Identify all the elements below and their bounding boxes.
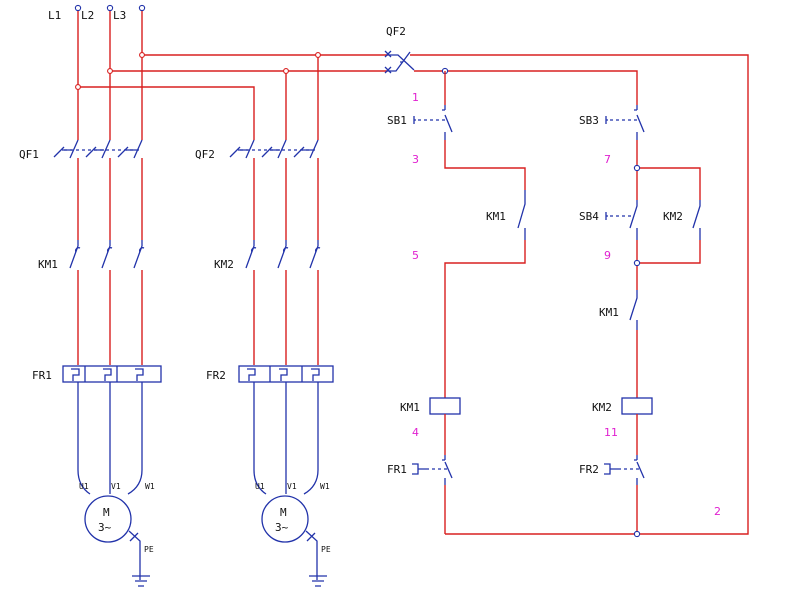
- motor1-v1: V1: [111, 482, 121, 491]
- motor1-ground: PE: [128, 530, 154, 587]
- km1-aux-contact: KM1: [486, 190, 526, 240]
- fr2-thermal-relay: FR2: [206, 365, 334, 383]
- motor-2: M 3~: [261, 495, 309, 543]
- km1-power-label: KM1: [38, 258, 58, 271]
- km2-power-label: KM2: [214, 258, 234, 271]
- km2-aux-contact: KM2: [663, 200, 701, 240]
- motor2-m: M: [280, 506, 287, 519]
- node-7-label: 7: [604, 153, 611, 166]
- junction-dot: [139, 52, 145, 58]
- motor-1: M 3~: [84, 495, 132, 543]
- sb3-label: SB3: [579, 114, 599, 127]
- motor2-v1: V1: [287, 482, 297, 491]
- return-wire: [410, 54, 749, 535]
- node-7-junction: [633, 164, 641, 172]
- fr1-nc-contact: FR1: [387, 455, 453, 485]
- l1-terminal: [74, 4, 82, 12]
- node-1-label: 1: [412, 91, 419, 104]
- mains-terminals: L1 L2 L3: [48, 4, 146, 22]
- rung2-to-interlock: [636, 240, 701, 290]
- fr1-thermal-relay: FR1: [32, 365, 162, 383]
- motor1-leads: [77, 382, 143, 495]
- node-2-label: 2: [714, 505, 721, 518]
- motor1-u1: U1: [79, 482, 89, 491]
- km2-main-contacts: KM2: [214, 240, 321, 271]
- sb4-label: SB4: [579, 210, 599, 223]
- junction-dot: [283, 68, 289, 74]
- node-2-junction: [633, 530, 641, 538]
- km1-coil: KM1: [400, 397, 461, 415]
- node-4-label: 4: [412, 426, 419, 439]
- node-11-label: 11: [604, 426, 618, 439]
- motor1-m: M: [103, 506, 110, 519]
- l1-label: L1: [48, 9, 61, 22]
- junction-dot: [315, 52, 321, 58]
- km1-interlock-label: KM1: [599, 306, 619, 319]
- fr2-nc-contact: FR2: [579, 455, 645, 485]
- rung1-to-km1-aux: [444, 140, 526, 190]
- motor2-w1: W1: [320, 482, 330, 491]
- km2-coil: KM2: [592, 397, 653, 415]
- qf1-label: QF1: [19, 148, 39, 161]
- km1-to-fr1-wires: [77, 270, 143, 365]
- motor2-leads: [253, 382, 319, 495]
- qf2-control-breaker: QF2: [384, 25, 415, 74]
- qf1-breaker: QF1: [19, 139, 143, 161]
- motor1-w1: W1: [145, 482, 155, 491]
- km1-aux-label: KM1: [486, 210, 506, 223]
- node-5-label: 5: [412, 249, 419, 262]
- km1-interlock-contact: KM1: [599, 290, 638, 330]
- node-3-label: 3: [412, 153, 419, 166]
- control-top-bus: [414, 70, 638, 105]
- fr2-power-label: FR2: [206, 369, 226, 382]
- sb4-start-button: SB4: [579, 200, 638, 240]
- l3-terminal: [138, 4, 146, 12]
- motor2-pe: PE: [321, 545, 331, 554]
- km1-main-contacts: KM1: [38, 240, 145, 271]
- node-9-junction: [633, 259, 641, 267]
- qf1-to-km1-wires: [77, 158, 143, 240]
- qf2-power-breaker: QF2: [195, 139, 319, 161]
- l2-label: L2: [81, 9, 94, 22]
- motor2-u1: U1: [255, 482, 265, 491]
- km2-aux-label: KM2: [663, 210, 683, 223]
- qf2-control-label: QF2: [386, 25, 406, 38]
- junction-dot: [75, 84, 81, 90]
- motor2-phase: 3~: [275, 521, 289, 534]
- fr1-power-label: FR1: [32, 369, 52, 382]
- motor1-phase: 3~: [98, 521, 112, 534]
- qf2-power-label: QF2: [195, 148, 215, 161]
- fr1-control-label: FR1: [387, 463, 407, 476]
- branch2-feed: [285, 55, 319, 140]
- motor2-ground: PE: [305, 530, 331, 587]
- rung1-to-coil: [444, 240, 526, 398]
- mains-feed-wires: [77, 11, 143, 140]
- km1-coil-label: KM1: [400, 401, 420, 414]
- junction-dot: [107, 68, 113, 74]
- sb3-stop-button: SB3: [579, 105, 645, 140]
- km2-to-fr2-wires: [253, 270, 319, 365]
- rung2-to-sb4: [636, 140, 701, 200]
- sb1-label: SB1: [387, 114, 407, 127]
- tap-l1-bus: [78, 86, 255, 140]
- node-9-label: 9: [604, 249, 611, 262]
- l2-terminal: [106, 4, 114, 12]
- sb1-stop-button: SB1: [387, 105, 453, 140]
- qf2-to-km2-wires: [253, 158, 319, 240]
- motor1-pe: PE: [144, 545, 154, 554]
- fr2-control-label: FR2: [579, 463, 599, 476]
- km2-coil-label: KM2: [592, 401, 612, 414]
- l3-label: L3: [113, 9, 126, 22]
